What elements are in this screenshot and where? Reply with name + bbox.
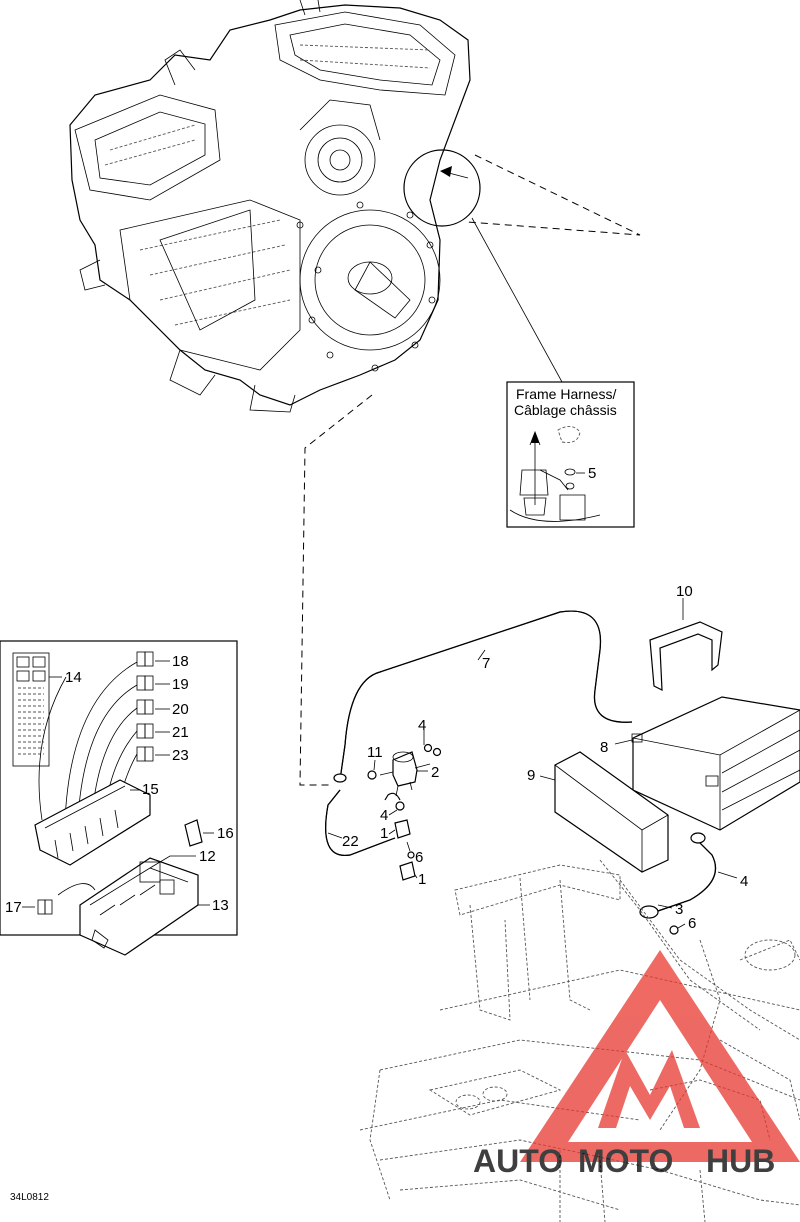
callout-23: 23 <box>172 747 189 764</box>
fuse-box-inset: 14 18 19 20 21 23 <box>0 640 238 956</box>
fuse-20 <box>136 699 170 715</box>
callout-15: 15 <box>142 781 159 798</box>
watermark-text-auto: AUTO <box>473 1143 563 1179</box>
callout-6a: 6 <box>415 849 423 866</box>
callout-4c: 4 <box>740 873 748 890</box>
callout-22: 22 <box>342 833 359 850</box>
diagram-id: 34L0812 <box>10 1192 49 1203</box>
inset-title-line1: Frame Harness/ <box>516 386 616 402</box>
callout-16: 16 <box>217 825 234 842</box>
watermark-text-hub: HUB <box>706 1143 775 1179</box>
callout-6b: 6 <box>688 915 696 932</box>
automotohub-watermark: AUTO MOTO HUB <box>473 950 800 1179</box>
callout-21: 21 <box>172 724 189 741</box>
callout-5: 5 <box>588 465 596 482</box>
callout-8: 8 <box>600 739 608 756</box>
callout-10: 10 <box>676 583 693 600</box>
callout-19: 19 <box>172 676 189 693</box>
callout-17: 17 <box>5 899 22 916</box>
callout-9: 9 <box>527 767 535 784</box>
callout-11: 11 <box>367 744 383 761</box>
callout-4b: 4 <box>380 807 388 824</box>
engine-illustration <box>69 0 471 413</box>
fuse-18 <box>136 651 170 667</box>
callout-12: 12 <box>199 848 216 865</box>
inset-title-line2: Câblage châssis <box>514 402 617 418</box>
detail-magnifier <box>403 149 641 383</box>
ground-route-line <box>299 394 373 786</box>
callout-1b: 1 <box>418 871 426 888</box>
callout-20: 20 <box>172 701 189 718</box>
callout-13: 13 <box>212 897 229 914</box>
battery-section: 7 10 8 9 4 3 6 2 <box>325 583 800 935</box>
callout-1a: 1 <box>380 825 388 842</box>
watermark-logo-m <box>598 1050 700 1128</box>
callout-18: 18 <box>172 653 189 670</box>
frame-harness-inset: Frame Harness/ Câblage châssis 5 <box>506 381 635 528</box>
callout-7: 7 <box>482 655 490 672</box>
fuse-19 <box>136 675 170 691</box>
callout-14: 14 <box>65 669 82 686</box>
vehicle-frame <box>359 859 800 1222</box>
engine-bolts <box>296 201 436 372</box>
callout-4a: 4 <box>418 717 426 734</box>
callout-2: 2 <box>431 764 439 781</box>
callout-3: 3 <box>675 901 683 918</box>
watermark-text-moto: MOTO <box>578 1143 673 1179</box>
watermark-logo-triangle <box>520 950 800 1162</box>
